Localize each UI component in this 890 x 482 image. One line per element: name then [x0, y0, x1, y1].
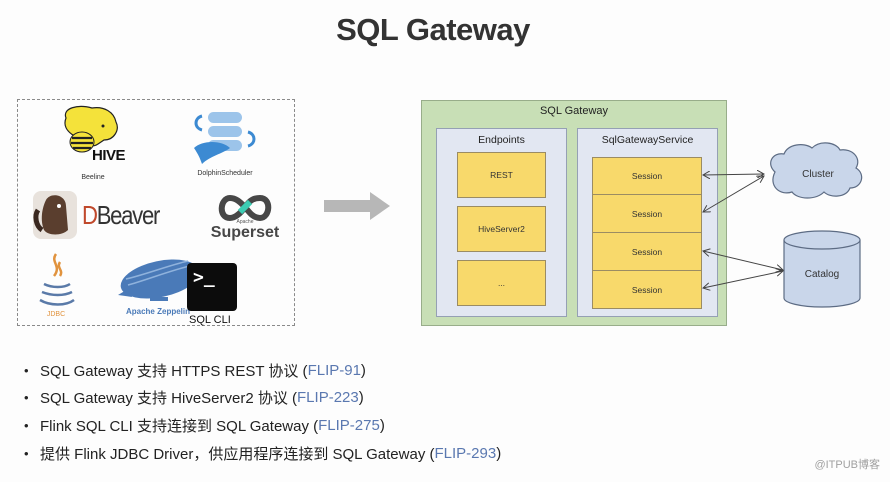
session-block: Session	[592, 233, 702, 271]
clients-panel: HIVE Beeline DolphinScheduler DDBeaverBe…	[17, 99, 295, 326]
zeppelin-caption: Apache Zeppelin	[125, 307, 190, 316]
bullet-dot: •	[24, 390, 29, 405]
superset-apache-text: Apache	[236, 219, 254, 225]
dbeaver-logo-text: DDBeaverBeaver	[82, 200, 160, 230]
dbeaver-logo-icon	[33, 191, 77, 239]
client-superset: Apache Superset	[210, 194, 280, 244]
endpoint-rest: REST	[457, 152, 546, 198]
bullet-tail: )	[379, 417, 385, 434]
hive-logo-text: HIVE	[92, 147, 126, 164]
bullet-item: • SQL Gateway 支持 HTTPS REST 协议 (FLIP-91)	[24, 360, 366, 381]
session-block: Session	[592, 195, 702, 233]
page-title: SQL Gateway	[336, 12, 530, 47]
sql-gateway-container: SQL Gateway Endpoints REST HiveServer2 .…	[421, 100, 727, 326]
cluster-label: Cluster	[802, 169, 834, 180]
flip-link[interactable]: FLIP-293	[434, 445, 497, 462]
bullet-text: SQL Gateway 支持 HTTPS REST 协议 (	[40, 363, 308, 380]
bullet-tail: )	[360, 362, 366, 379]
bullet-dot: •	[24, 363, 29, 378]
sql-cli-caption: SQL CLI	[189, 314, 231, 326]
bullet-text: 提供 Flink JDBC Driver，供应用程序连接到 SQL Gatewa…	[40, 446, 435, 463]
bullet-item: • Flink SQL CLI 支持连接到 SQL Gateway (FLIP-…	[24, 415, 385, 436]
bullet-dot: •	[24, 446, 29, 461]
dolphinscheduler-caption: DolphinScheduler	[197, 170, 253, 177]
superset-logo-text: Superset	[210, 224, 280, 241]
sql-gateway-title: SQL Gateway	[539, 105, 609, 117]
flow-arrow-icon	[324, 192, 390, 220]
client-hive-beeline: HIVE Beeline	[48, 104, 138, 182]
client-jdbc: JDBC	[34, 252, 78, 322]
terminal-icon: >_	[187, 263, 237, 311]
bullet-item: • 提供 Flink JDBC Driver，供应用程序连接到 SQL Gate…	[24, 443, 501, 464]
superset-logo-icon	[218, 194, 272, 222]
bullet-text: Flink SQL CLI 支持连接到 SQL Gateway (	[40, 418, 319, 435]
watermark: @ITPUB博客	[814, 459, 880, 471]
session-block: Session	[592, 271, 702, 309]
client-dbeaver: DDBeaverBeaver	[32, 190, 172, 244]
bullet-tail: )	[358, 389, 364, 406]
dolphinscheduler-logo-icon	[194, 112, 256, 164]
endpoint-hiveserver2: HiveServer2	[457, 206, 546, 252]
hive-logo-icon	[64, 105, 118, 153]
sqlgatewayservice-box: SqlGatewayService Session Session Sessio…	[577, 128, 718, 317]
client-dolphinscheduler: DolphinScheduler	[180, 108, 270, 183]
bullet-text: SQL Gateway 支持 HiveServer2 协议 (	[40, 390, 298, 407]
flip-link[interactable]: FLIP-91	[307, 362, 361, 379]
flip-link[interactable]: FLIP-223	[297, 389, 359, 406]
java-cup-icon	[39, 253, 75, 306]
bullet-dot: •	[24, 418, 29, 433]
bullet-item: • SQL Gateway 支持 HiveServer2 协议 (FLIP-22…	[24, 387, 364, 408]
sqlgatewayservice-title: SqlGatewayService	[601, 134, 694, 146]
catalog-label: Catalog	[804, 269, 840, 280]
beeline-caption: Beeline	[81, 174, 105, 181]
endpoint-more: ...	[457, 260, 546, 306]
client-sql-cli: >_ SQL CLI	[187, 263, 239, 327]
bullet-tail: )	[496, 445, 502, 462]
endpoints-box: Endpoints REST HiveServer2 ...	[436, 128, 567, 317]
endpoints-title: Endpoints	[478, 134, 525, 146]
jdbc-caption: JDBC	[46, 311, 66, 318]
flip-link[interactable]: FLIP-275	[318, 417, 380, 434]
session-block: Session	[592, 157, 702, 195]
